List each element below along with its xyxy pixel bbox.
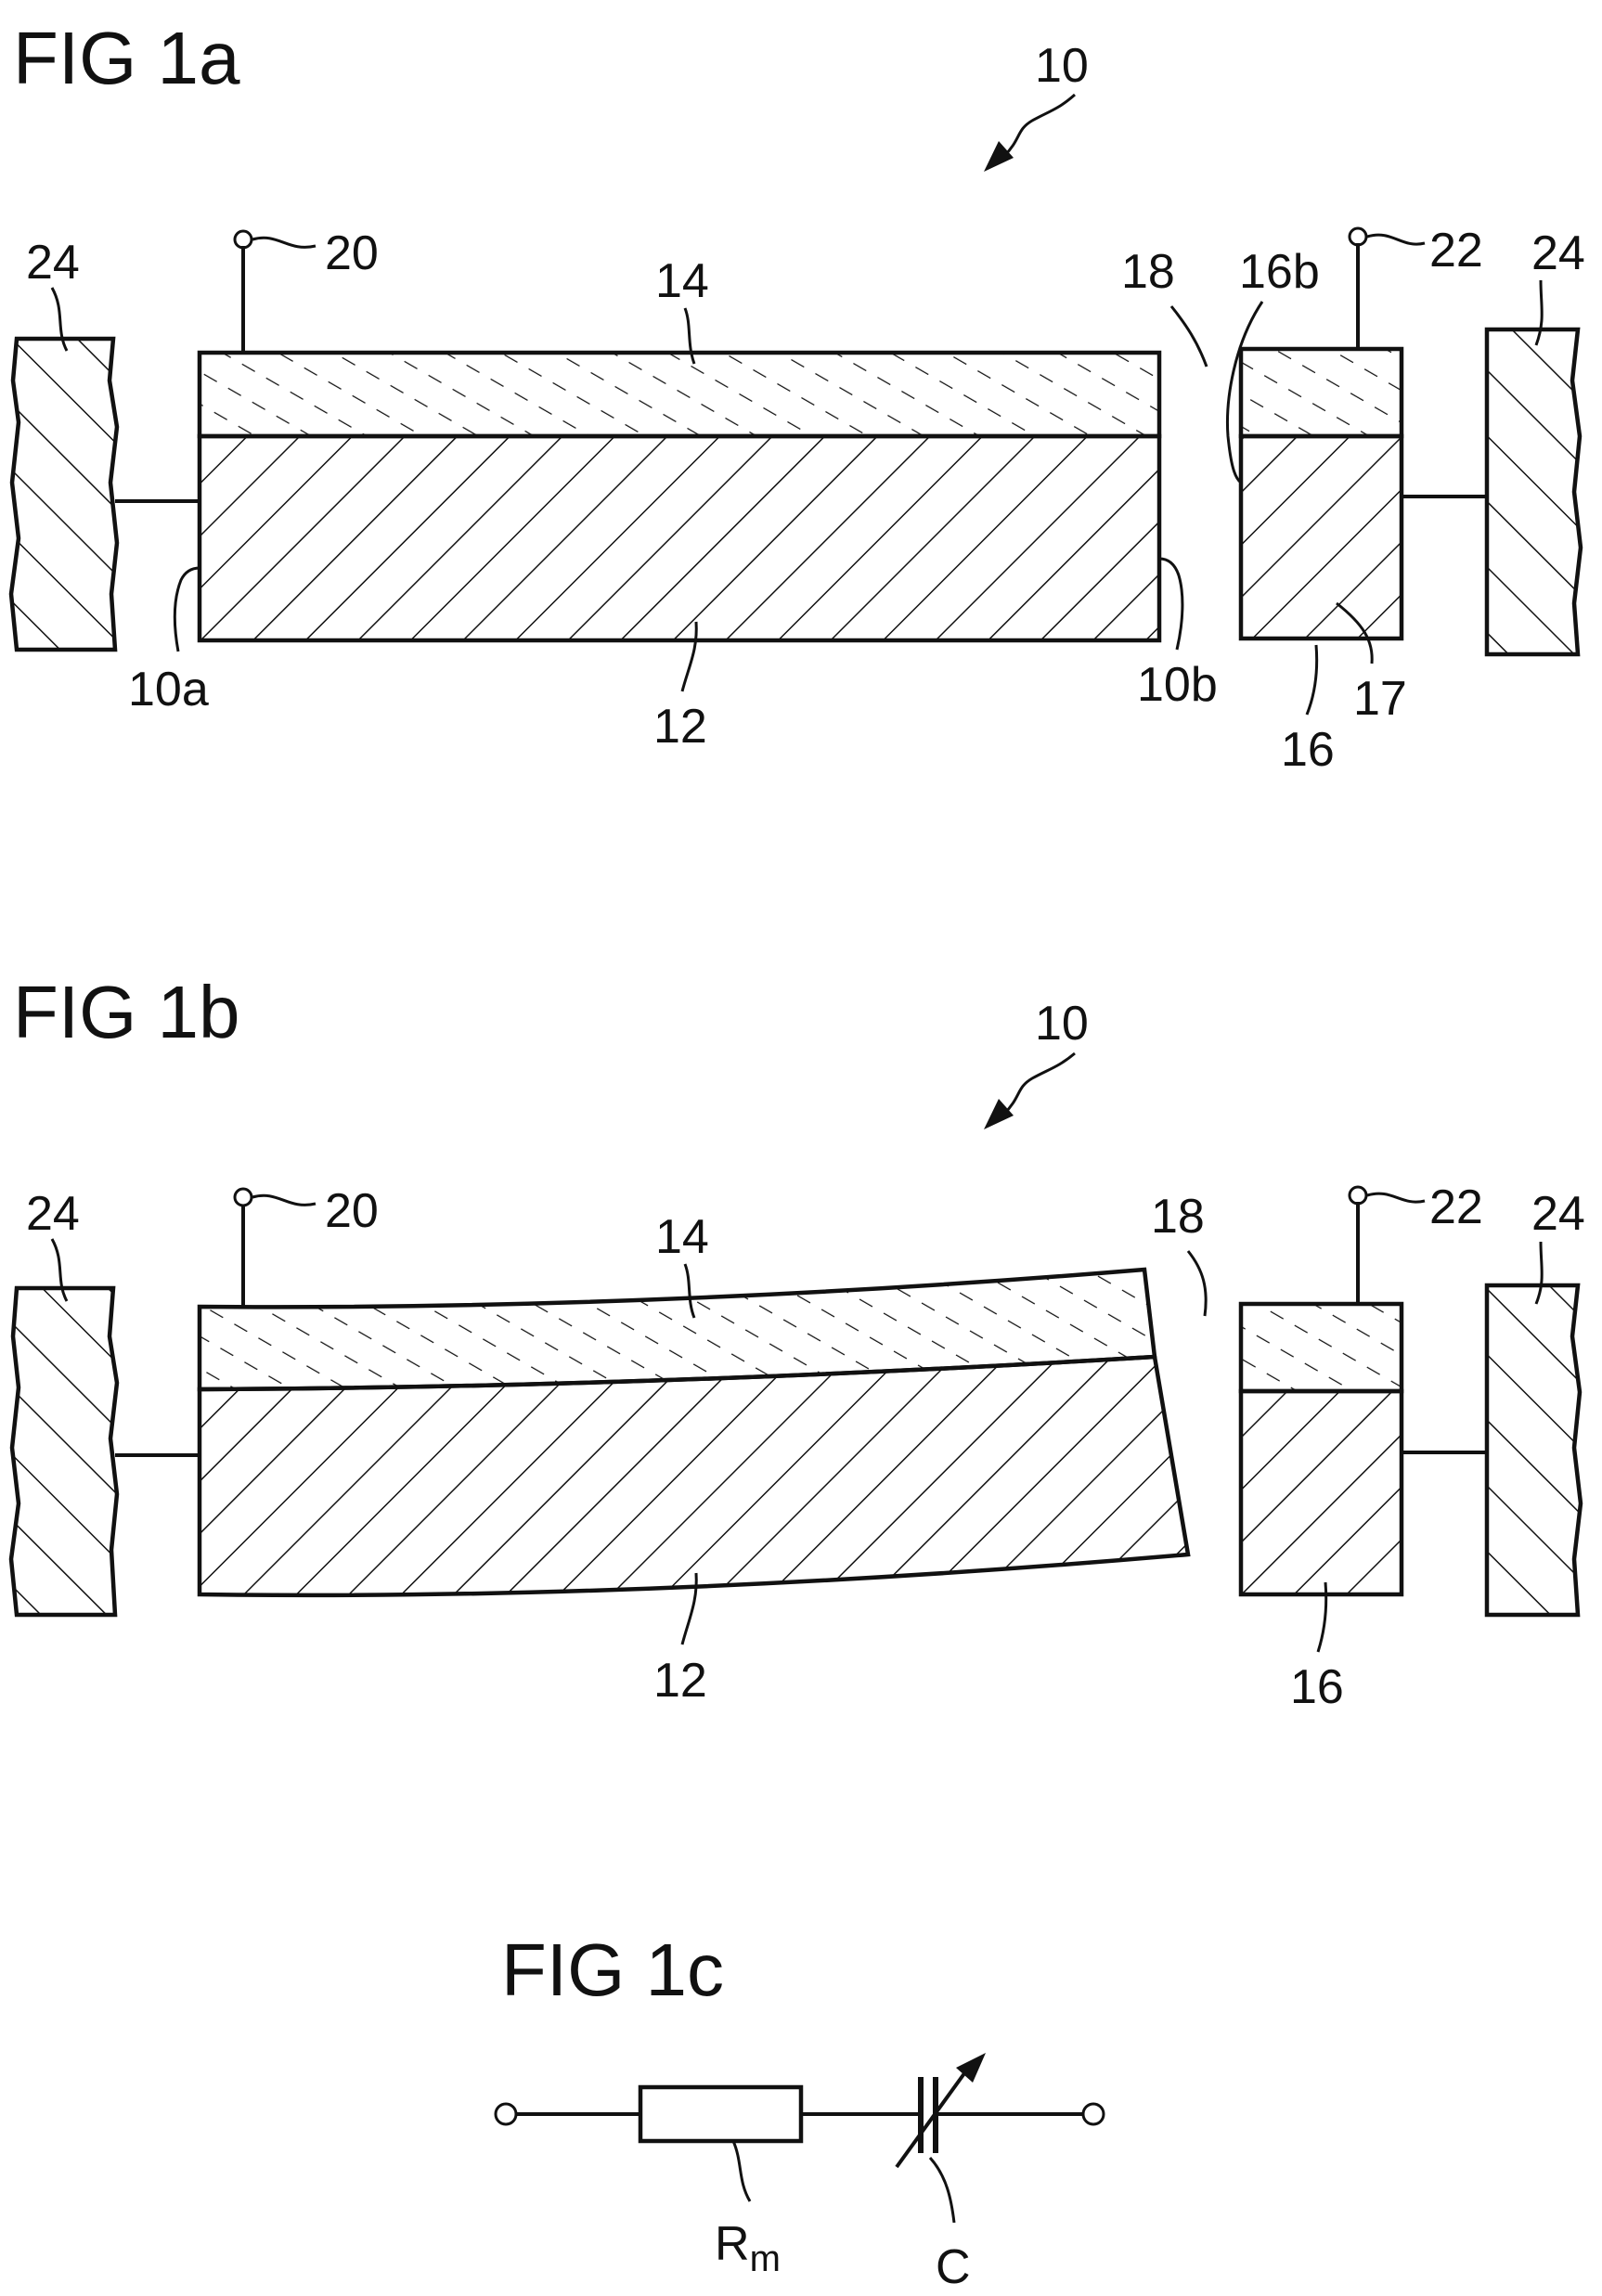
terminal-20-node-b [235, 1189, 252, 1206]
substrate-12 [200, 436, 1159, 640]
circuit-terminal-left [496, 2104, 516, 2124]
top-layer-14 [200, 353, 1159, 436]
label-block-17: 17 [1353, 672, 1407, 726]
label-edge-10a: 10a [128, 663, 209, 716]
anchor-wall-right [1487, 329, 1581, 654]
anchor-wall-right-b [1487, 1285, 1581, 1615]
label-block-16-b: 16 [1290, 1660, 1344, 1714]
edge-10b-leader [1159, 559, 1182, 650]
terminal-20-leader-b [252, 1195, 316, 1205]
block-16 [1241, 436, 1402, 638]
terminal-22-leader [1367, 235, 1425, 244]
gap-leader [1171, 306, 1207, 367]
label-terminal-22-b: 22 [1429, 1180, 1483, 1234]
label-device-10-b: 10 [1035, 997, 1089, 1051]
label-face-16b: 16b [1239, 245, 1320, 299]
label-gap-18-b: 18 [1151, 1190, 1205, 1244]
label-substrate-12-b: 12 [653, 1654, 707, 1708]
label-terminal-22: 22 [1429, 224, 1483, 277]
label-anchor-right: 24 [1531, 226, 1585, 280]
anchor-wall-left-b [11, 1288, 117, 1615]
label-top-layer-14: 14 [655, 254, 709, 308]
circuit-terminal-right [1083, 2104, 1104, 2124]
label-resistor-main: R [715, 2217, 750, 2271]
device-arrowhead [984, 141, 1014, 172]
resistor-leader [733, 2141, 750, 2201]
label-anchor-left-b: 24 [26, 1187, 80, 1241]
figure-1c: FIG 1c Rm C [496, 1928, 1104, 2294]
anchor-wall-left [11, 339, 117, 650]
label-block-16: 16 [1281, 723, 1335, 777]
terminal-20-leader [252, 238, 316, 247]
figure-1a: FIG 1a 10 24 24 20 22 14 12 [11, 17, 1585, 777]
label-anchor-left: 24 [26, 236, 80, 290]
terminal-22-leader-b [1367, 1193, 1425, 1202]
label-gap-18: 18 [1121, 245, 1175, 299]
label-device-10: 10 [1035, 39, 1089, 93]
figure-1a-title: FIG 1a [13, 17, 240, 99]
figure-1b-title: FIG 1b [13, 971, 240, 1053]
label-terminal-20-b: 20 [325, 1184, 379, 1238]
device-arrowhead-b [984, 1099, 1014, 1129]
block-16-b [1241, 1391, 1402, 1594]
edge-10a-leader [174, 568, 200, 651]
label-terminal-20: 20 [325, 226, 379, 280]
block-top-layer-b [1241, 1304, 1402, 1391]
label-top-layer-14-b: 14 [655, 1210, 709, 1264]
label-capacitor-c: C [936, 2240, 971, 2294]
device-leader-line-b [1004, 1053, 1075, 1114]
terminal-22-node-b [1350, 1187, 1366, 1204]
label-substrate-12: 12 [653, 700, 707, 754]
terminal-22-node [1350, 228, 1366, 245]
gap-leader-b [1188, 1251, 1206, 1316]
label-anchor-right-b: 24 [1531, 1187, 1585, 1241]
label-edge-10b: 10b [1137, 658, 1218, 712]
resistor-rm [640, 2087, 801, 2141]
block-top-layer [1241, 349, 1402, 436]
device-leader-line [1004, 95, 1075, 156]
figure-1b: FIG 1b 10 24 24 20 22 14 12 [11, 971, 1585, 1714]
label-resistor-sub: m [750, 2238, 781, 2279]
block-16-leader [1307, 645, 1317, 715]
terminal-20-node [235, 231, 252, 248]
label-resistor-rm: Rm [715, 2217, 781, 2279]
capacitor-leader [930, 2158, 954, 2223]
variable-capacitor-arrow [897, 2070, 967, 2167]
substrate-12-bent [200, 1357, 1188, 1595]
figure-1c-title: FIG 1c [501, 1928, 724, 2011]
